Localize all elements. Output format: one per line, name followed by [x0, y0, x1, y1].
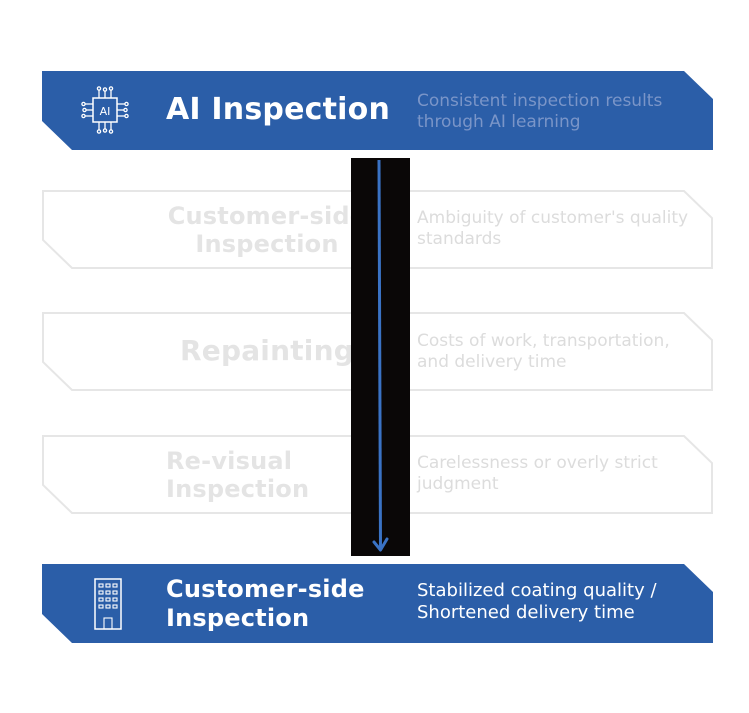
- ai-chip-icon: AI: [81, 86, 129, 134]
- step-title: AI Inspection: [166, 92, 390, 127]
- band-background: [42, 564, 713, 643]
- step-ai-inspection: AI AI Inspection Consistent inspection r…: [42, 71, 713, 150]
- step-title: Repainting: [180, 334, 354, 367]
- step-description: Carelessness or overly strict judgment: [417, 453, 658, 494]
- step-description: Stabilized coating quality / Shortened d…: [417, 580, 657, 623]
- step-description: Costs of work, transportation, and deliv…: [417, 331, 670, 372]
- svg-text:AI: AI: [100, 105, 111, 118]
- building-icon: [94, 578, 122, 630]
- step-title: Customer-side Inspection: [166, 575, 365, 632]
- band-background: [42, 71, 713, 150]
- step-customer-side-inspection: Customer-side Inspection Stabilized coat…: [42, 564, 713, 643]
- skip-flow-arrow: [351, 158, 410, 556]
- step-title: Customer-side Inspection: [167, 202, 367, 258]
- step-description: Ambiguity of customer's quality standard…: [417, 208, 689, 249]
- step-description: Consistent inspection results through AI…: [417, 91, 663, 132]
- step-title: Re-visual Inspection: [166, 447, 310, 503]
